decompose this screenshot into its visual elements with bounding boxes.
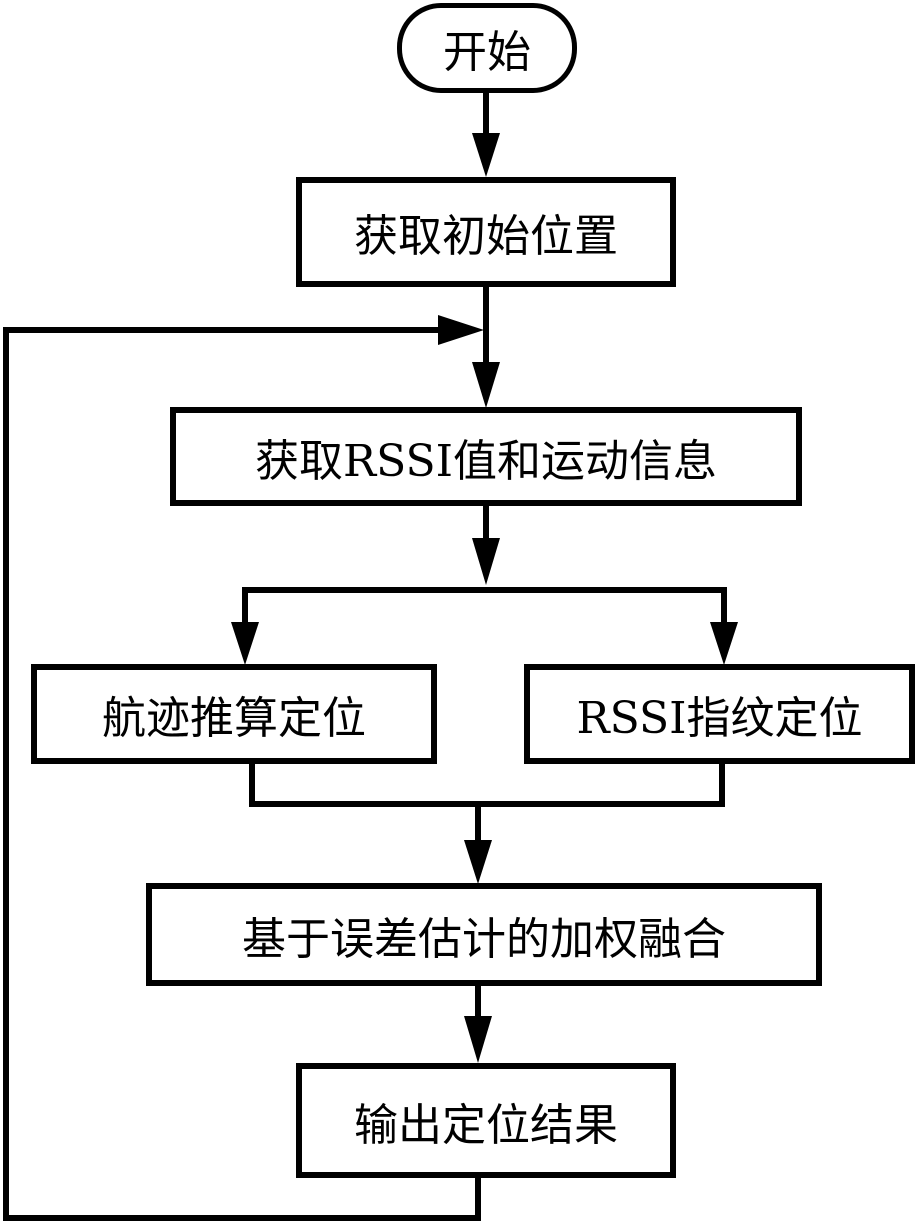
- get-initial-position-node: 获取初始位置: [296, 177, 676, 287]
- weighted-fusion-label: 基于误差估计的加权融合: [242, 913, 726, 965]
- start-label: 开始: [443, 27, 531, 78]
- dead-reckoning-label-box: 航迹推算定位: [31, 664, 437, 764]
- arrowhead-down-split: [472, 538, 500, 585]
- start-node: 开始: [397, 3, 577, 93]
- arrowhead-down-output: [464, 1016, 492, 1063]
- arrowhead-down-fusion: [464, 840, 492, 884]
- output-result-label: 输出定位结果: [354, 1099, 618, 1151]
- arrowhead-right-loop: [438, 315, 484, 345]
- edge-split-bar: [242, 587, 727, 636]
- output-result-node: 输出定位结果: [296, 1063, 676, 1178]
- arrowhead-down-rssi: [472, 362, 500, 408]
- get-initial-position-label: 获取初始位置: [354, 211, 618, 262]
- arrowhead-down-initial: [472, 133, 500, 177]
- edge-merge-bar: [249, 762, 725, 807]
- weighted-fusion-node: 基于误差估计的加权融合: [146, 883, 822, 986]
- rssi-fingerprint-label: RSSI指纹定位: [576, 693, 863, 744]
- arrowhead-down-fingerprint: [710, 622, 738, 665]
- get-rssi-motion-node: 获取RSSI值和运动信息: [170, 407, 802, 506]
- rssi-fingerprint-node: RSSI指纹定位: [524, 664, 915, 764]
- edge-loop-back: [3, 327, 481, 1221]
- get-rssi-motion-label: 获取RSSI值和运动信息: [254, 435, 718, 487]
- dead-reckoning-label: 航迹推算定位: [102, 693, 366, 744]
- arrowhead-down-dead-reckoning: [231, 622, 259, 665]
